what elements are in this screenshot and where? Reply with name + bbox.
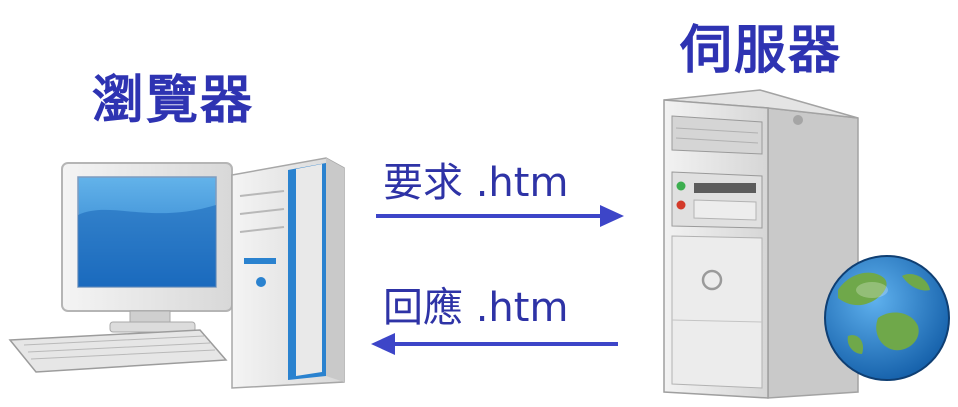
server-tower-icon (663, 89, 859, 399)
request-label: 要求 .htm (383, 160, 569, 206)
globe-icon (824, 255, 950, 381)
left-arrow-icon (371, 333, 618, 355)
desktop-computer-icon (8, 157, 345, 389)
server-title: 伺服器 (680, 21, 843, 81)
right-arrow-icon (376, 205, 624, 227)
browser-title: 瀏覽器 (92, 71, 255, 131)
response-label: 回應 .htm (383, 285, 569, 331)
